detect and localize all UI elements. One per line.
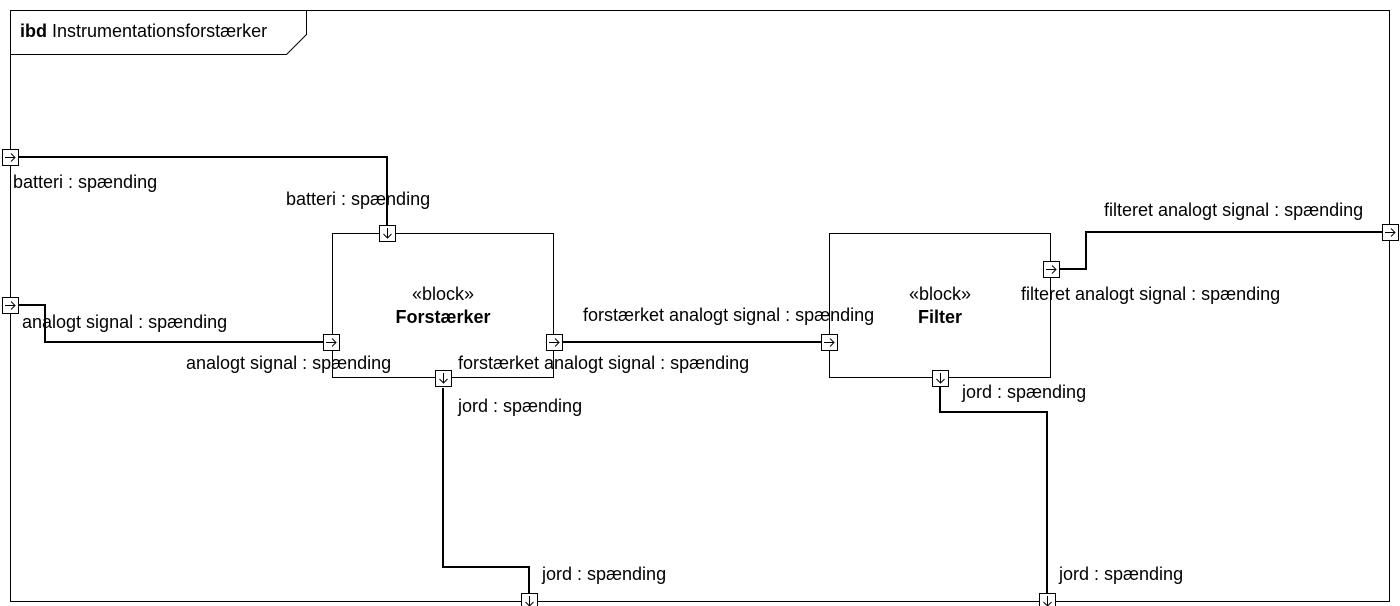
- block-forstaerker-stereotype: «block»: [412, 284, 474, 304]
- port-filter-jord[interactable]: [932, 370, 949, 387]
- arrow-down-icon: [1043, 596, 1052, 606]
- arrow-right-icon: [5, 301, 16, 310]
- arrow-down-icon: [383, 228, 392, 239]
- label-filter-in: forstærket analogt signal : spænding: [583, 305, 874, 325]
- block-forstaerker[interactable]: [332, 233, 554, 378]
- arrow-right-icon: [1046, 265, 1057, 274]
- port-forstaerker-out[interactable]: [546, 334, 563, 351]
- label-frame-batteri: batteri : spænding: [13, 172, 157, 192]
- connector-jord-forstaerker[interactable]: [442, 388, 530, 593]
- label-forstaerker-out: forstærket analogt signal : spænding: [458, 353, 749, 373]
- arrow-right-icon: [824, 338, 835, 347]
- block-filter-name: Filter: [918, 307, 962, 327]
- connector-batteri[interactable]: [19, 156, 388, 225]
- label-frame-filteret-signal: filteret analogt signal : spænding: [1104, 200, 1363, 220]
- connector-filteret-signal[interactable]: [1059, 231, 1382, 270]
- arrow-right-icon: [1385, 228, 1396, 237]
- port-frame-jord-right[interactable]: [1039, 593, 1056, 606]
- label-forstaerker-analogt-signal: analogt signal : spænding: [186, 353, 391, 373]
- block-filter-stereotype: «block»: [909, 284, 971, 304]
- port-filter-out[interactable]: [1043, 261, 1060, 278]
- port-frame-analogt-signal[interactable]: [2, 297, 19, 314]
- arrow-right-icon: [549, 338, 560, 347]
- port-forstaerker-batteri[interactable]: [379, 225, 396, 242]
- arrow-right-icon: [326, 338, 337, 347]
- label-frame-jord-right: jord : spænding: [1058, 564, 1183, 584]
- connector-jord-filter[interactable]: [939, 387, 1048, 593]
- block-forstaerker-name: Forstærker: [395, 307, 490, 327]
- label-filter-jord: jord : spænding: [961, 382, 1086, 402]
- port-frame-filteret-signal[interactable]: [1382, 224, 1399, 241]
- port-forstaerker-jord[interactable]: [435, 370, 452, 387]
- arrow-down-icon: [936, 373, 945, 384]
- port-forstaerker-analogt-signal[interactable]: [323, 334, 340, 351]
- arrow-down-icon: [439, 373, 448, 384]
- arrow-right-icon: [5, 153, 16, 162]
- port-frame-jord-left[interactable]: [521, 593, 538, 606]
- port-frame-batteri[interactable]: [2, 149, 19, 166]
- connector-analogt-signal[interactable]: [19, 304, 323, 343]
- frame-heading-tab: [10, 10, 307, 55]
- label-filter-out: filteret analogt signal : spænding: [1021, 284, 1280, 304]
- label-forstaerker-batteri: batteri : spænding: [286, 189, 430, 209]
- arrow-down-icon: [525, 596, 534, 606]
- label-frame-analogt-signal: analogt signal : spænding: [22, 312, 227, 332]
- frame-heading: ibd Instrumentationsforstærker: [20, 21, 267, 41]
- label-frame-jord-left: jord : spænding: [541, 564, 666, 584]
- label-forstaerker-jord: jord : spænding: [457, 396, 582, 416]
- port-filter-in[interactable]: [821, 334, 838, 351]
